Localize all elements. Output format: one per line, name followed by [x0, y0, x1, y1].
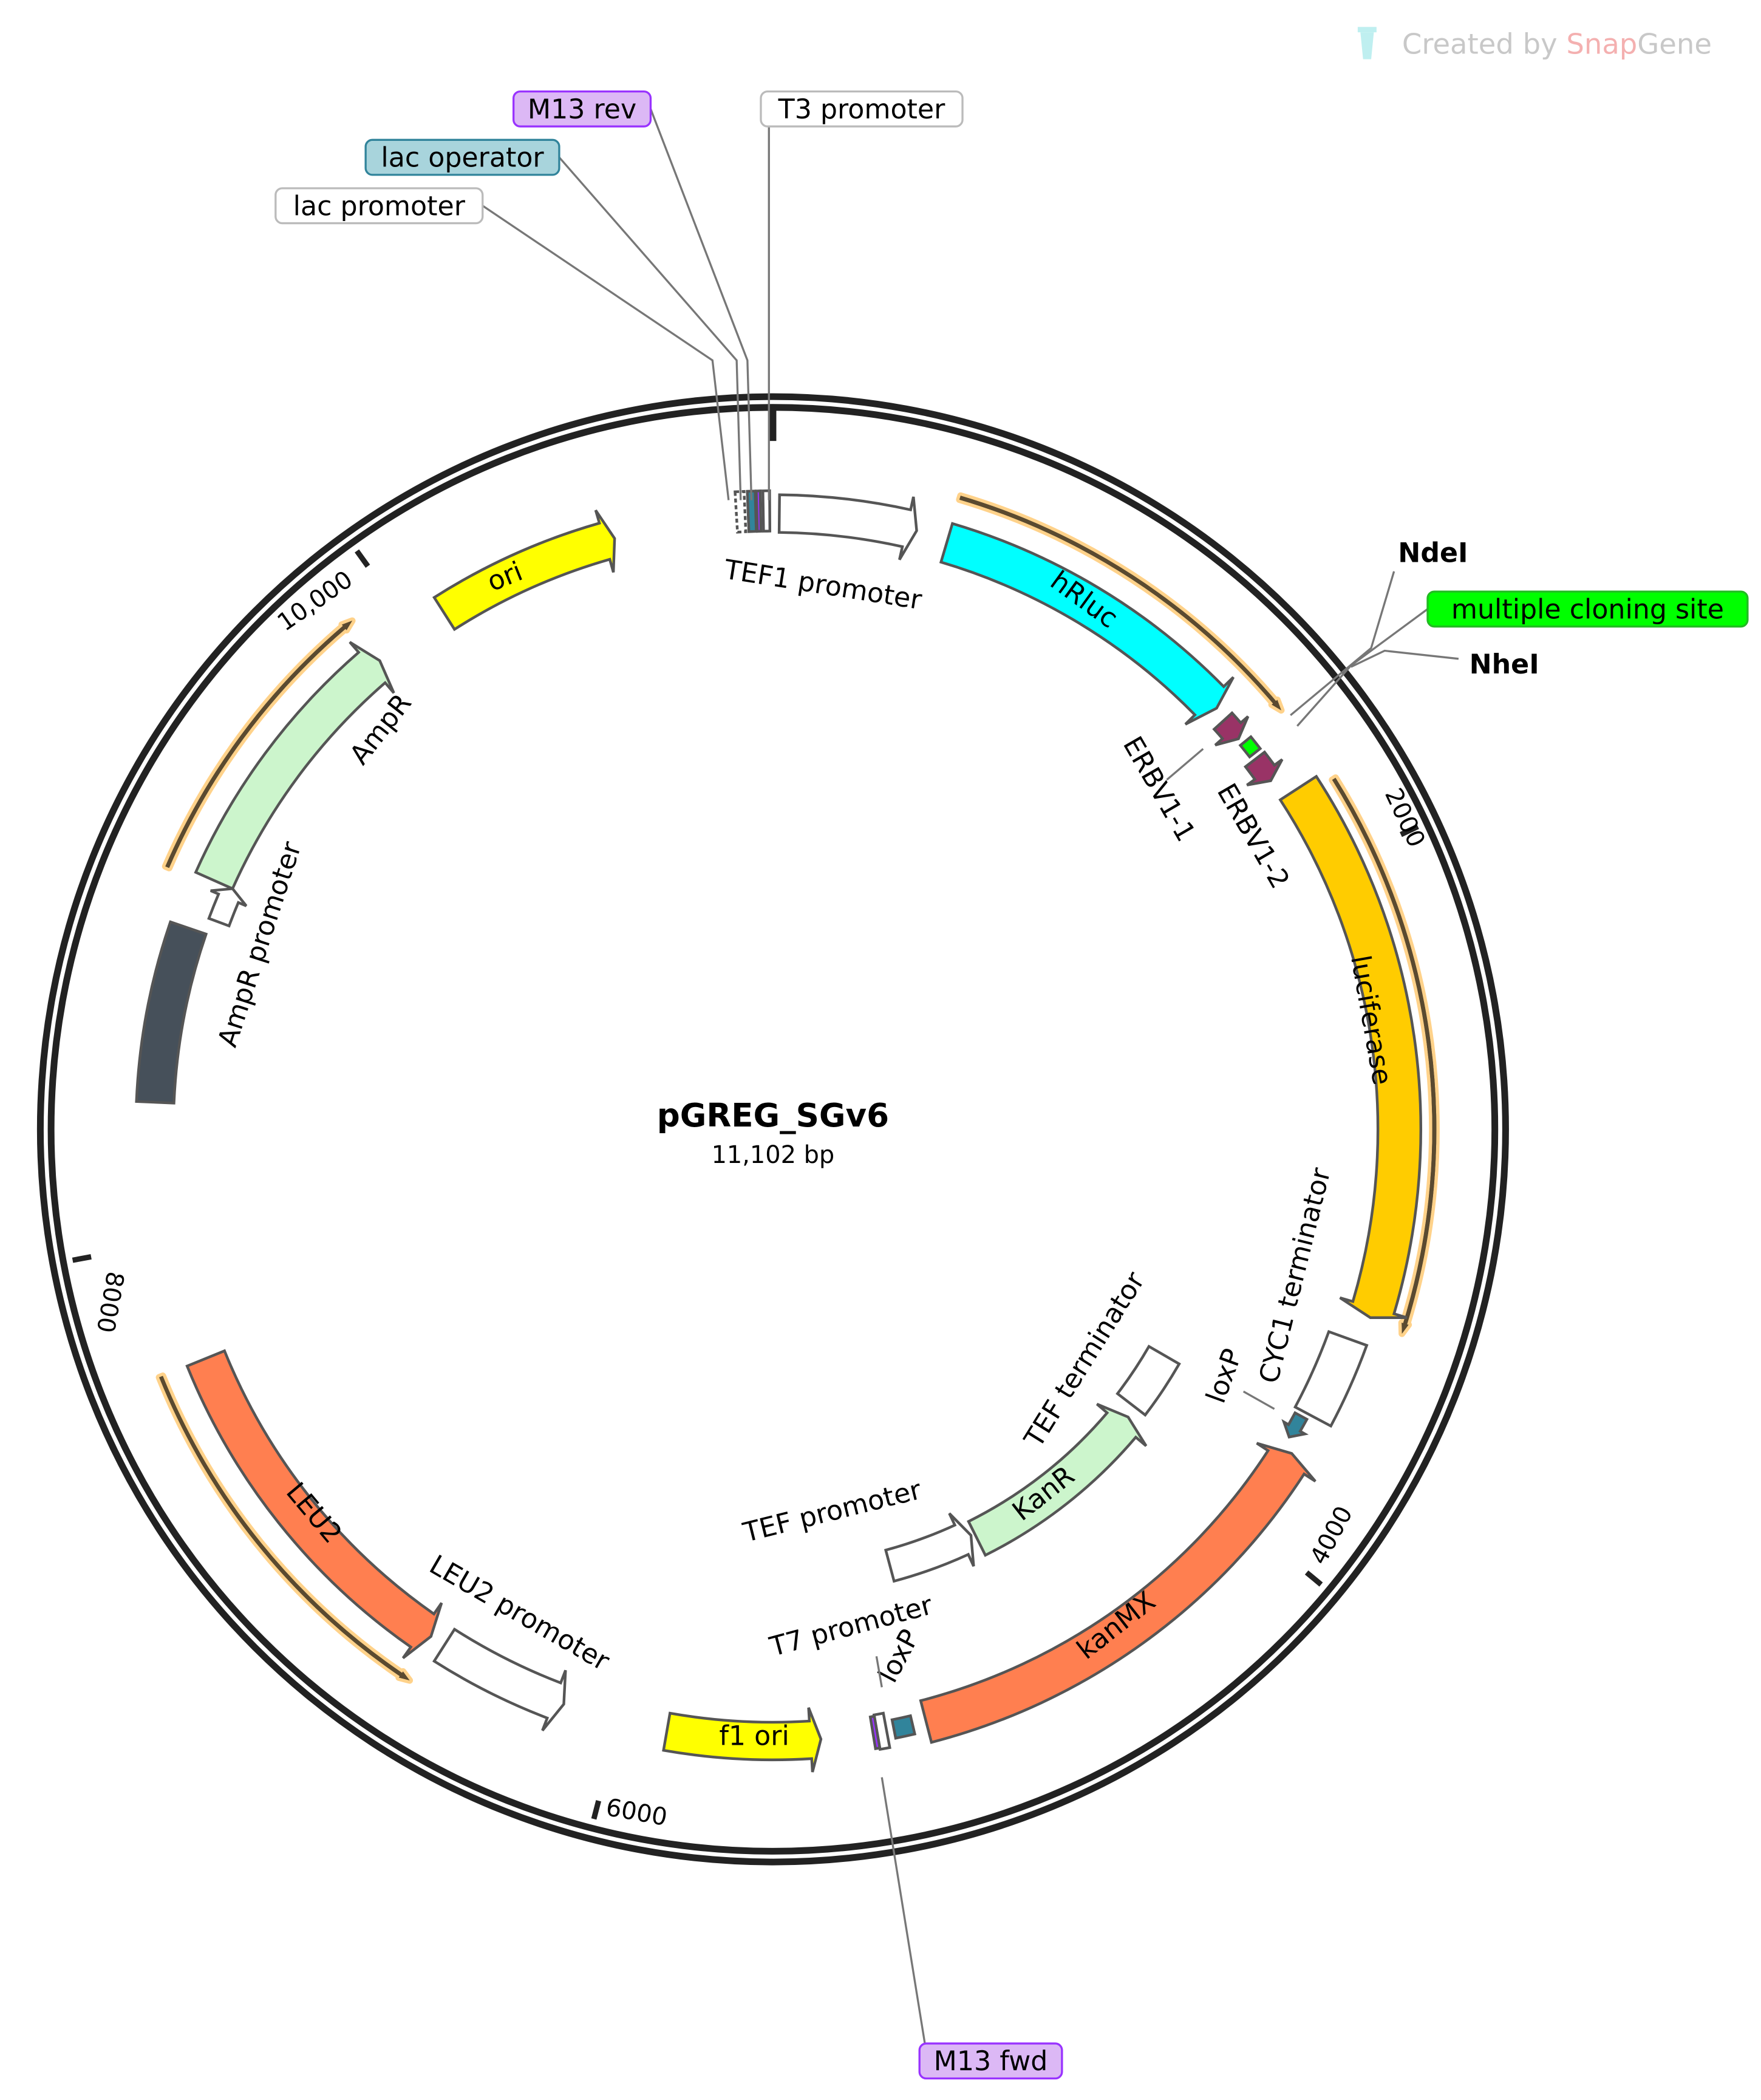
translation-outlines: [155, 492, 1440, 1684]
svg-text:lac operator: lac operator: [381, 143, 544, 174]
label-tef-promoter[interactable]: TEF promoter: [740, 1474, 925, 1549]
feature-kanmx[interactable]: [919, 1442, 1316, 1744]
outline-ampr: [162, 617, 356, 871]
outline-hrluc: [956, 492, 1285, 714]
label-erbv1-1[interactable]: ERBV1-1: [1117, 731, 1201, 847]
features: [135, 489, 1422, 1773]
outline-luciferase: [1329, 774, 1440, 1337]
svg-text:M13 fwd: M13 fwd: [934, 2046, 1048, 2077]
leader-nhei: [1351, 649, 1459, 668]
plasmid-name: pGREG_SGv6: [657, 1097, 889, 1134]
leader-erbv1-1: [1166, 748, 1204, 781]
backbone-inner-strand: [47, 404, 1499, 1855]
tick-label-8000: 8000: [91, 1269, 129, 1335]
svg-text:T3 promoter: T3 promoter: [778, 94, 945, 125]
tick-marks: [72, 549, 1419, 1820]
leader-ndei: [1290, 571, 1395, 717]
feature-f1-ori[interactable]: [662, 1707, 823, 1773]
svg-text:lac promoter: lac promoter: [293, 191, 466, 222]
feature-erbv1-2[interactable]: [1243, 750, 1284, 786]
feature-erbv1-1[interactable]: [1212, 711, 1250, 747]
tick-label-6000: 6000: [604, 1793, 669, 1832]
callout-t3-promoter[interactable]: T3 promoter: [760, 90, 964, 128]
feature-m13-rev[interactable]: [755, 489, 763, 533]
callout-m13-fwd[interactable]: M13 fwd: [918, 2042, 1063, 2080]
feature-kanr[interactable]: [967, 1403, 1148, 1557]
feature-luciferase[interactable]: [1278, 774, 1422, 1319]
feature-multiple-cloning-site[interactable]: [1238, 735, 1262, 759]
feature-tef-terminator[interactable]: [1116, 1345, 1181, 1417]
watermark-text: Created by SnapGene: [1402, 28, 1712, 61]
callout-lac-promoter[interactable]: lac promoter: [274, 187, 484, 225]
label-erbv1-2[interactable]: ERBV1-2: [1211, 779, 1295, 894]
svg-text:M13 rev: M13 rev: [528, 94, 636, 125]
feature-ampr-promoter[interactable]: [207, 887, 248, 928]
snapgene-logo-icon: [1357, 27, 1377, 60]
feature-ampr[interactable]: [194, 641, 395, 891]
feature-t3-promoter[interactable]: [761, 489, 772, 533]
leader-loxp-right: [1242, 1390, 1275, 1410]
site-ndei[interactable]: NdeI: [1398, 537, 1468, 568]
feature-loxp-bottom[interactable]: [890, 1714, 917, 1740]
feature-tef1-promoter[interactable]: [777, 493, 918, 561]
feature-hrluc[interactable]: [939, 522, 1235, 726]
feature-leu2[interactable]: [185, 1349, 443, 1660]
callout-multiple-cloning-site[interactable]: multiple cloning site: [1426, 590, 1749, 628]
label-loxp-right[interactable]: loxP: [1201, 1345, 1248, 1407]
tick-mark-8000: [72, 1254, 92, 1263]
leader-m13-fwd: [880, 1777, 926, 2044]
tick-mark-4000: [1304, 1570, 1323, 1587]
feature-lac-promoter[interactable]: [734, 489, 748, 534]
leader-lac-operator: [558, 156, 742, 500]
feature-cen-ars[interactable]: [135, 920, 208, 1105]
leader-t7-promoter: [875, 1656, 883, 1688]
label-f1-ori[interactable]: f1 ori: [719, 1721, 789, 1752]
tick-mark-10000: [355, 549, 370, 568]
backbone-outer-strand: [36, 393, 1509, 1866]
svg-text:multiple cloning site: multiple cloning site: [1451, 594, 1724, 625]
leader-mcs: [1296, 608, 1428, 727]
outline-leu2: [155, 1372, 414, 1684]
leader-lac-promoter: [482, 205, 730, 500]
label-tef1-promoter[interactable]: TEF1 promoter: [721, 554, 924, 616]
feature-ori[interactable]: [432, 509, 616, 632]
feature-tef-promoter[interactable]: [884, 1512, 975, 1583]
tick-mark-6000: [591, 1800, 602, 1820]
leader-m13-rev: [649, 108, 753, 500]
feature-cyc1-terminator[interactable]: [1293, 1329, 1369, 1428]
plasmid-length: 11,102 bp: [712, 1141, 835, 1169]
tick-mark-2000: [1400, 824, 1419, 837]
feature-loxp-right[interactable]: [1281, 1411, 1309, 1439]
callout-m13-rev[interactable]: M13 rev: [512, 90, 652, 128]
site-nhei[interactable]: NheI: [1470, 649, 1539, 680]
feature-leu2-promoter[interactable]: [432, 1627, 567, 1731]
callout-lac-operator[interactable]: lac operator: [364, 138, 560, 176]
snapgene-watermark: Created by SnapGene: [1357, 27, 1712, 61]
feature-m13-fwd[interactable]: [868, 1714, 882, 1750]
